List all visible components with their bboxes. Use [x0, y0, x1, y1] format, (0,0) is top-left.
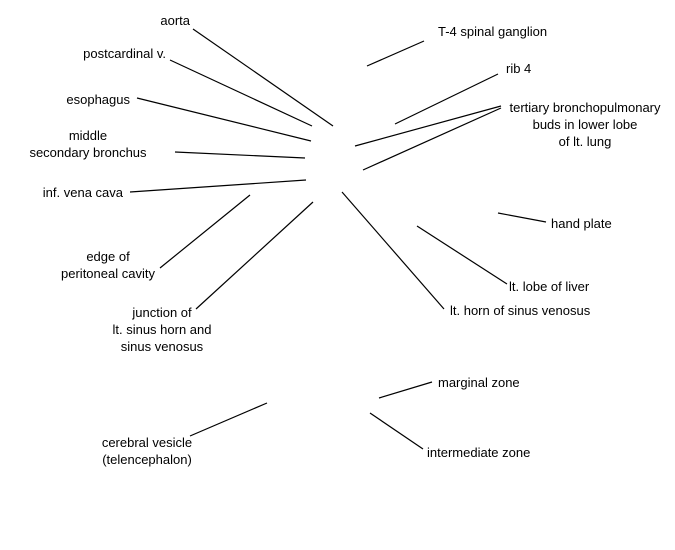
- label-postcardinal-vein: postcardinal v.: [83, 46, 166, 61]
- leader-line-tertiary-buds-a: [354, 105, 502, 147]
- leader-line-aorta: [192, 28, 334, 127]
- leader-line-cerebral-vesicle: [189, 402, 268, 437]
- leader-line-liver-lobe: [416, 225, 508, 285]
- leader-line-inf-vena-cava: [129, 179, 307, 193]
- label-marginal-zone: marginal zone: [438, 375, 520, 390]
- label-edge-of-peritoneal-cavity: edge of peritoneal cavity: [61, 249, 155, 281]
- label-intermediate-zone: intermediate zone: [427, 445, 531, 460]
- label-aorta: aorta: [160, 13, 190, 28]
- leader-line-spinal-ganglion: [366, 40, 425, 67]
- label-sinus-junction: junction of lt. sinus horn and sinus ven…: [112, 305, 212, 354]
- leader-line-middle-bronchus: [174, 151, 306, 159]
- label-inf-vena-cava: inf. vena cava: [42, 185, 123, 200]
- leader-line-marginal-zone: [378, 381, 433, 399]
- label-rib-4: rib 4: [506, 61, 532, 76]
- leader-line-rib4: [394, 73, 499, 125]
- leader-line-sinus-horn: [341, 191, 445, 310]
- leader-line-intermediate-zone: [369, 412, 424, 450]
- label-lt-horn-of-sinus-venosus: lt. horn of sinus venosus: [450, 303, 591, 318]
- label-tertiary-bronchopulmonary-buds: tertiary bronchopulmonary buds in lower …: [509, 100, 661, 149]
- label-lt-lobe-of-liver: lt. lobe of liver: [509, 279, 590, 294]
- leader-line-esophagus: [136, 97, 312, 142]
- label-hand-plate: hand plate: [551, 216, 612, 231]
- leader-line-sinus-junction: [195, 201, 314, 310]
- label-esophagus: esophagus: [66, 92, 130, 107]
- leader-line-postcardinal: [169, 59, 313, 127]
- leader-line-tertiary-buds-b: [362, 107, 502, 171]
- label-cerebral-vesicle: cerebral vesicle (telencephalon): [101, 435, 193, 467]
- label-middle-secondary-bronchus: middle secondary bronchus: [29, 128, 147, 160]
- leader-line-hand-plate: [497, 212, 547, 223]
- leader-line-peritoneal-edge: [159, 194, 251, 269]
- label-t4-spinal-ganglion: T-4 spinal ganglion: [438, 24, 548, 39]
